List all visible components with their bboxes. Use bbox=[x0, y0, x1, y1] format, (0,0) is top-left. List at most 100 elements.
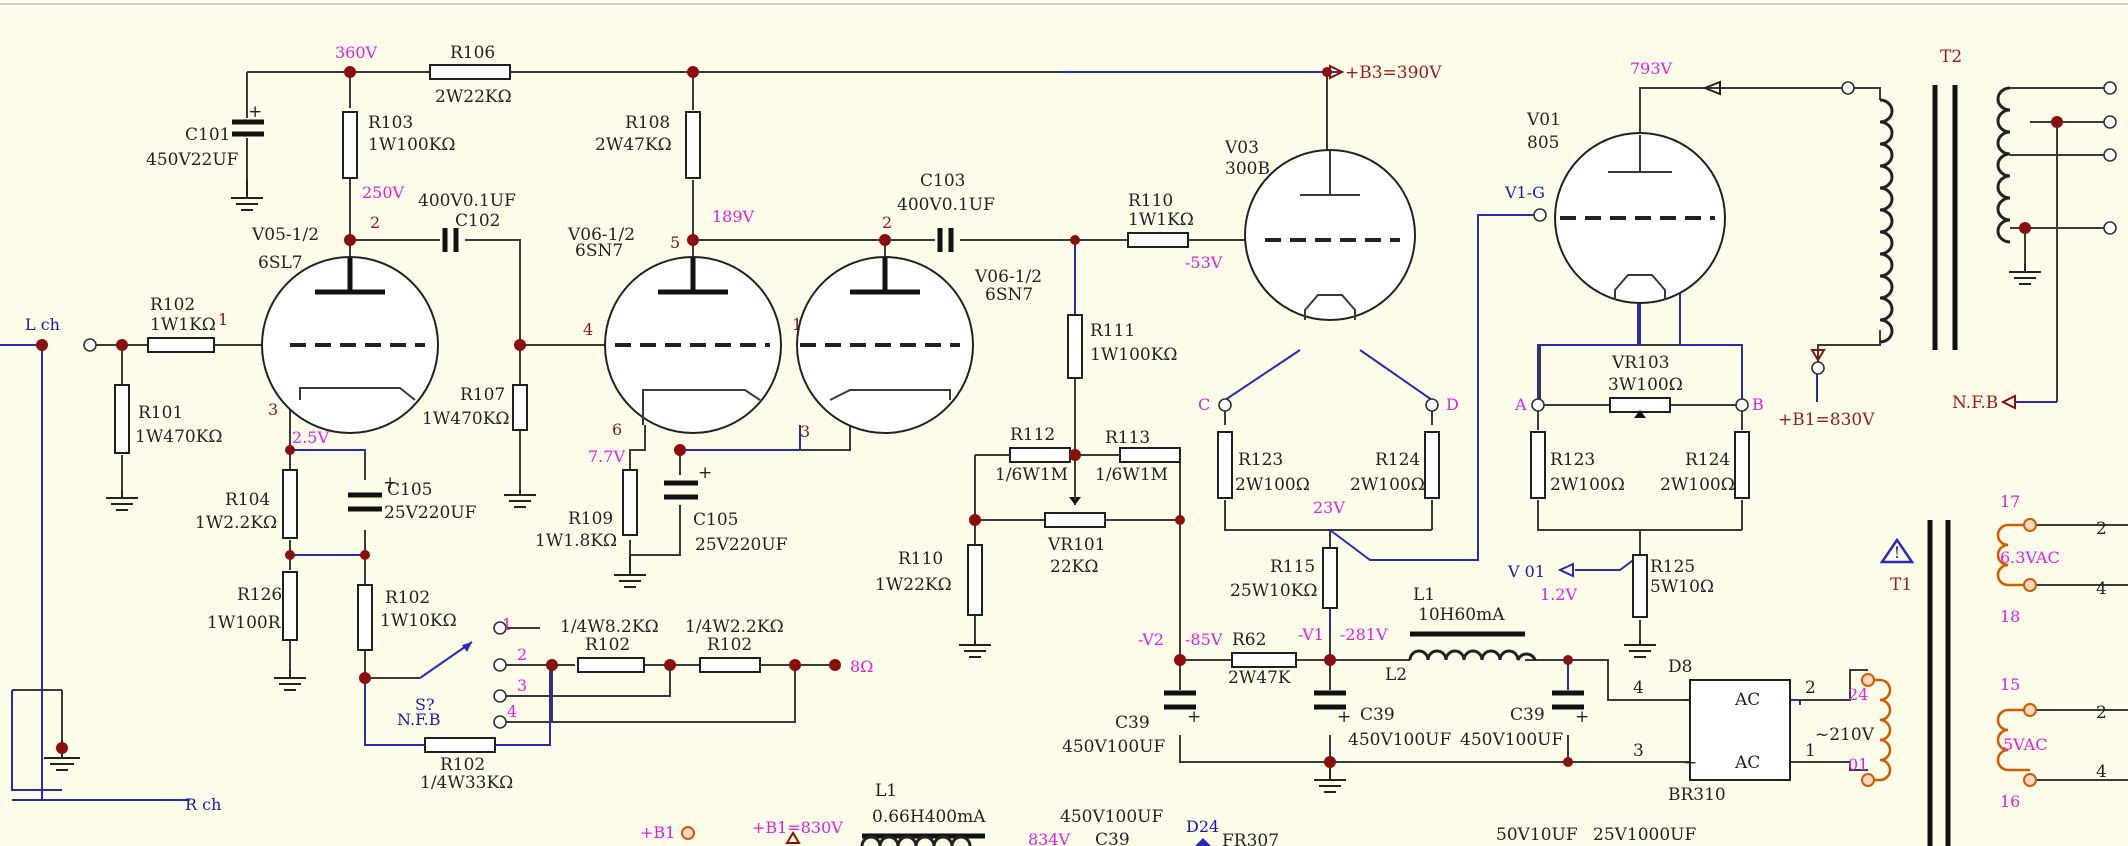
r102-c-value: 1/4W33KΩ bbox=[420, 773, 513, 793]
switch-pos-4: 4 bbox=[507, 702, 517, 721]
v06b-ref: V06-1/2 bbox=[974, 267, 1042, 287]
pin-v06a-plate: 5 bbox=[670, 233, 680, 252]
voltage-793: 793V bbox=[1630, 59, 1673, 78]
pin-v05-grid: 1 bbox=[218, 310, 228, 329]
r101-value: 1W470KΩ bbox=[135, 427, 223, 447]
v03-ref: V03 bbox=[1224, 138, 1259, 158]
r126-value: 1W100R bbox=[207, 613, 282, 633]
bridge-ac1: AC bbox=[1734, 690, 1760, 710]
pin-v05-plate: 2 bbox=[370, 213, 380, 232]
resistors bbox=[114, 64, 1750, 753]
t1-pin-01: 01 bbox=[1848, 755, 1868, 774]
c105b-ref: C105 bbox=[693, 510, 738, 530]
vr103-value: 3W100Ω bbox=[1608, 375, 1683, 395]
l1-value: 10H60mA bbox=[1418, 605, 1505, 625]
v01-type: 805 bbox=[1527, 133, 1559, 153]
bridge-pin2: 2 bbox=[1805, 678, 1816, 698]
switch-ref: S? bbox=[415, 695, 435, 714]
l2-ref: L2 bbox=[1385, 665, 1407, 685]
t2-label: T2 bbox=[1940, 47, 1962, 67]
bridge-minus: - bbox=[1683, 690, 1689, 710]
c102-value: 400V0.1UF bbox=[418, 191, 516, 211]
c101-value: 450V22UF bbox=[146, 150, 239, 170]
switch-pos-2: 2 bbox=[517, 645, 527, 664]
v06a-ref: V06-1/2 bbox=[567, 225, 635, 245]
plate-arrow-icon bbox=[1702, 80, 1721, 96]
pin-v06b-cathode: 3 bbox=[800, 422, 810, 441]
switch-pos-3: 3 bbox=[517, 676, 527, 695]
tube-v03 bbox=[1244, 149, 1416, 321]
r106-value: 2W22KΩ bbox=[435, 87, 512, 107]
r110-bias-value: 1W22KΩ bbox=[875, 575, 952, 595]
svg-text:+: + bbox=[698, 463, 712, 483]
switch-pos-1: 1 bbox=[502, 615, 512, 634]
b3-arrow-icon bbox=[1329, 64, 1345, 80]
voltage-1-2: 1.2V bbox=[1540, 585, 1577, 604]
v01-ref: V01 bbox=[1526, 110, 1561, 130]
r101-ref: R101 bbox=[138, 403, 183, 423]
nfb-switch bbox=[419, 641, 473, 679]
nfb-arrow-icon bbox=[2000, 394, 2016, 410]
t1-6v3: 6.3VAC bbox=[2000, 548, 2060, 567]
r123b-value: 2W100Ω bbox=[1550, 475, 1625, 495]
r124b-value: 2W100Ω bbox=[1660, 475, 1735, 495]
t1-pin-24: 24 bbox=[1848, 685, 1868, 704]
c102-ref: C102 bbox=[455, 211, 500, 231]
vr101-ref: VR101 bbox=[1047, 535, 1106, 555]
b1-bottom-arrow-icon bbox=[785, 831, 801, 844]
labels: L ch R ch V05-1/2 6SL7 V06-1/2 6SN7 V06-… bbox=[25, 43, 2107, 846]
r109-value: 1W1.8KΩ bbox=[535, 531, 617, 551]
c105a-ref: C105 bbox=[387, 480, 432, 500]
bottom-50v: 50V10UF bbox=[1496, 825, 1578, 845]
r112-ref: R112 bbox=[1010, 425, 1055, 445]
l1-bottom-ref: L1 bbox=[875, 781, 897, 801]
r123a-value: 2W100Ω bbox=[1235, 475, 1310, 495]
junctions bbox=[36, 66, 2063, 768]
r106-ref: R106 bbox=[450, 43, 495, 63]
c39b-value: 450V100UF bbox=[1348, 730, 1451, 750]
r115-ref: R115 bbox=[1270, 557, 1315, 577]
t1-label: T1 bbox=[1890, 575, 1912, 595]
svg-text:+: + bbox=[1575, 707, 1589, 727]
voltage-neg281: -281V bbox=[1340, 625, 1388, 644]
pin-v01-a: A bbox=[1514, 395, 1527, 414]
pin-v06a-grid: 4 bbox=[583, 320, 593, 339]
bridge-pin4: 4 bbox=[1633, 678, 1644, 698]
r123a-ref: R123 bbox=[1238, 450, 1283, 470]
t1-5v: 5VAC bbox=[2003, 735, 2047, 754]
l1-ref: L1 bbox=[1413, 585, 1435, 605]
tube-v06a bbox=[604, 256, 782, 434]
transformer-t2 bbox=[1818, 85, 2011, 350]
capacitors: + + + + + + bbox=[232, 85, 1589, 727]
svg-text:+: + bbox=[1337, 707, 1351, 727]
r103-ref: R103 bbox=[368, 113, 413, 133]
r125-ref: R125 bbox=[1650, 557, 1695, 577]
bottom-fr307: FR307 bbox=[1222, 831, 1279, 846]
c105a-value: 25V220UF bbox=[384, 503, 477, 523]
bridge-plus: + bbox=[1683, 753, 1697, 773]
t1-pin-15: 15 bbox=[2000, 675, 2020, 694]
pin-v01-b: B bbox=[1752, 395, 1764, 414]
r102-b-value: 1/4W2.2KΩ bbox=[685, 617, 784, 637]
r104-value: 1W2.2KΩ bbox=[195, 513, 277, 533]
svg-text:+: + bbox=[1187, 707, 1201, 727]
r110-grid-ref: R110 bbox=[1128, 191, 1173, 211]
voltage-neg53: -53V bbox=[1185, 253, 1223, 272]
input-right-label: R ch bbox=[185, 795, 221, 814]
voltage-23: 23V bbox=[1313, 498, 1345, 517]
c39b-ref: C39 bbox=[1360, 705, 1395, 725]
svg-text:+: + bbox=[248, 102, 262, 122]
bottom-cap450: 450V100UF bbox=[1060, 807, 1163, 827]
vr103-ref: VR103 bbox=[1611, 353, 1670, 373]
svg-text:+: + bbox=[383, 473, 397, 493]
v05-ref: V05-1/2 bbox=[251, 225, 319, 245]
r102-c-ref: R102 bbox=[440, 755, 485, 775]
v05-type: 6SL7 bbox=[258, 253, 303, 273]
c39c-ref: C39 bbox=[1510, 705, 1545, 725]
c101-ref: C101 bbox=[185, 125, 230, 145]
rail-v2: -V2 bbox=[1138, 630, 1164, 649]
bottom-b1b: +B1=830V bbox=[752, 818, 843, 837]
c103-ref: C103 bbox=[920, 171, 965, 191]
t1-pin-2b: 2 bbox=[2096, 703, 2107, 723]
